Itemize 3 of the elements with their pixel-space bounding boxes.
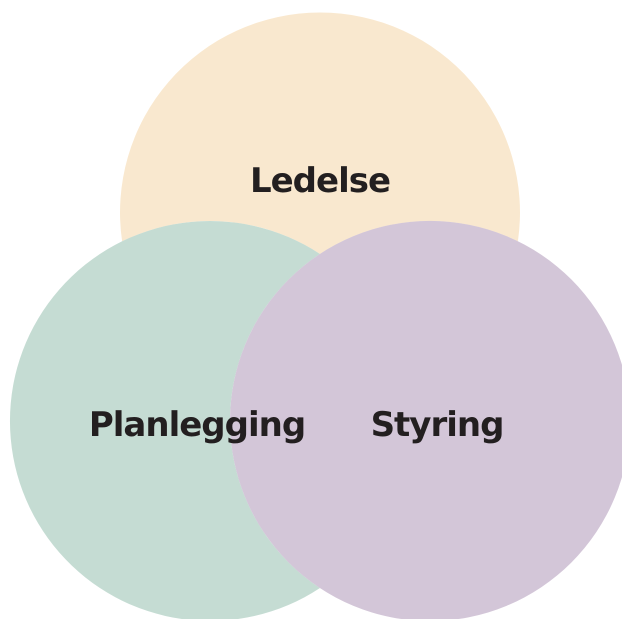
circle-label: Styring [370,408,504,442]
circle-label: Ledelse [250,164,390,198]
circle-label: Planlegging [88,408,306,442]
